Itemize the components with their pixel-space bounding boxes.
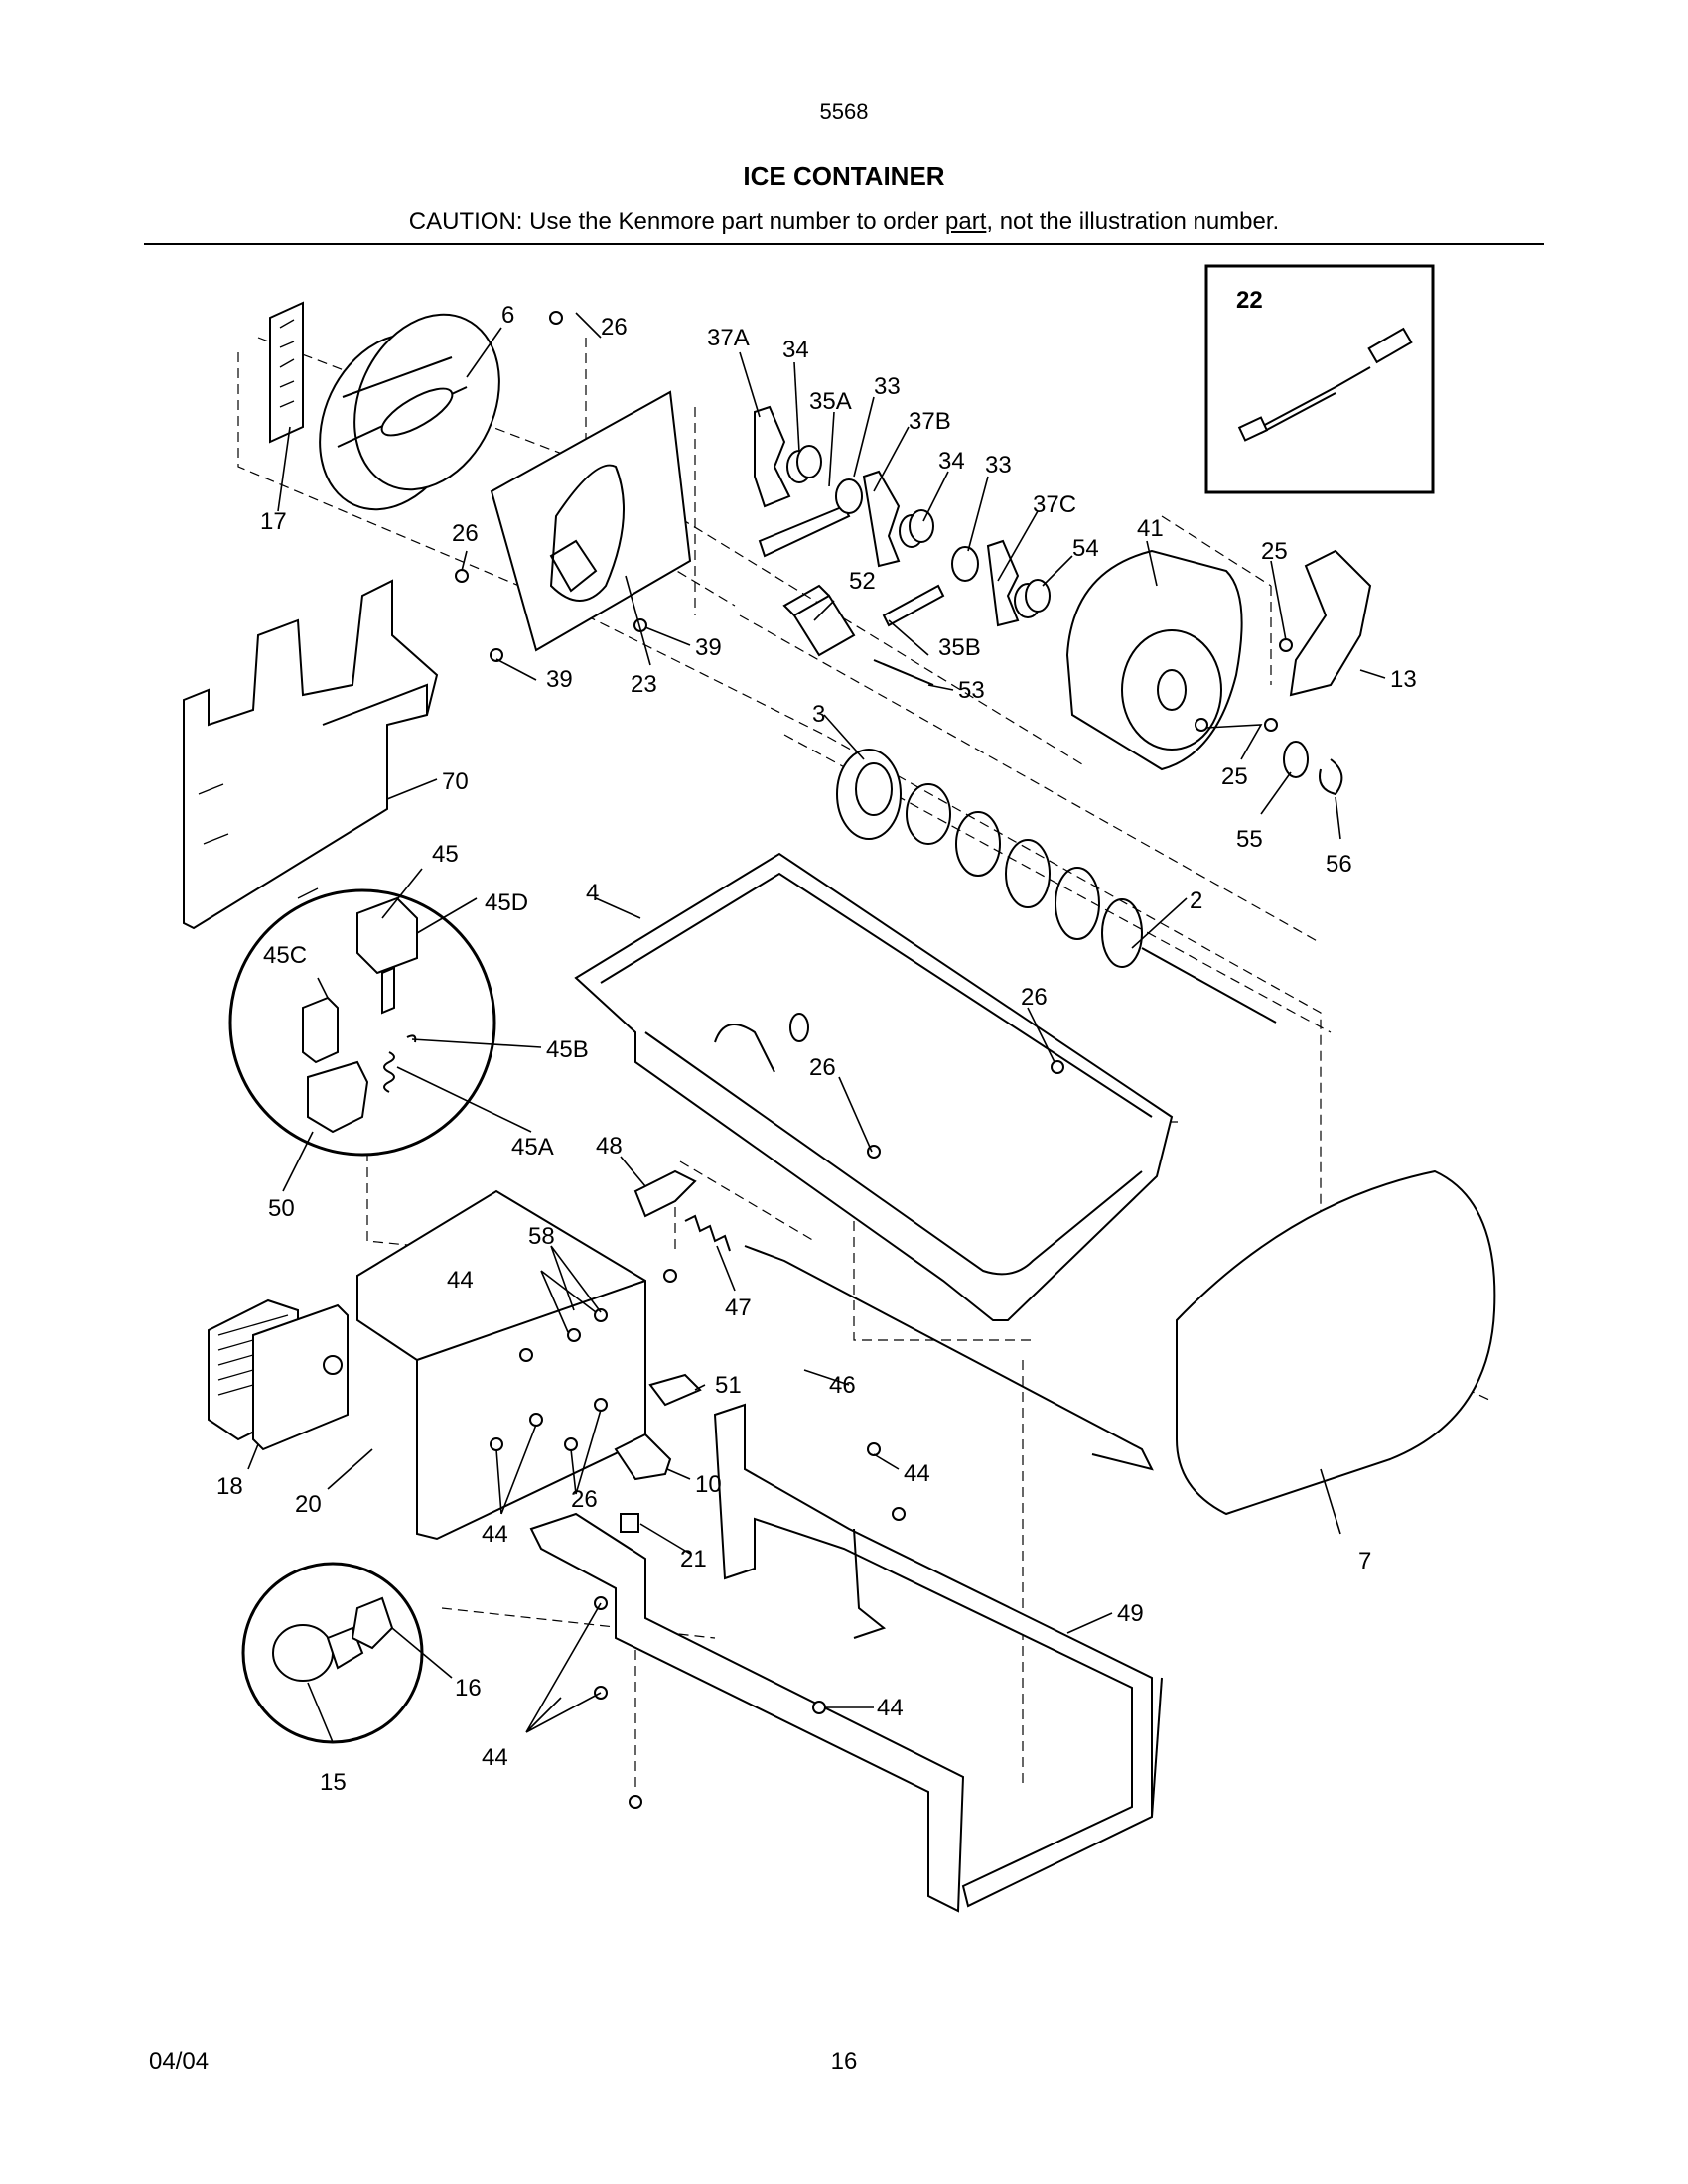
callout-55: 55: [1236, 826, 1263, 853]
part-23-plate: [490, 390, 692, 652]
part-48-bracket: [633, 1169, 697, 1218]
callout-56: 56: [1326, 851, 1352, 878]
callout-52: 52: [849, 568, 876, 595]
callout-17: 17: [260, 508, 287, 535]
part-21-clip: [620, 1513, 639, 1533]
callout-20: 20: [295, 1491, 322, 1518]
callout-35b: 35B: [938, 634, 981, 661]
callout-44: 44: [904, 1460, 930, 1487]
callout-41: 41: [1137, 515, 1164, 542]
part-25-screws: [1195, 638, 1293, 732]
part-18-motor: [208, 1298, 349, 1451]
callout-58: 58: [528, 1223, 555, 1250]
callout-37c: 37C: [1033, 491, 1076, 518]
part-7-cover: [1176, 1169, 1496, 1516]
callout-25: 25: [1261, 538, 1288, 565]
callout-39: 39: [695, 634, 722, 661]
exploded-parts-diagram: 22: [183, 264, 1496, 1913]
callout-44: 44: [482, 1521, 508, 1548]
page-code: 5568: [819, 99, 869, 124]
part-53-rod: [873, 659, 934, 686]
callout-44: 44: [877, 1695, 904, 1721]
part-17-strip: [269, 301, 304, 444]
screws: [455, 311, 1064, 1809]
part-6-drum: [319, 313, 500, 511]
callout-15: 15: [320, 1769, 347, 1796]
callout-4: 4: [586, 880, 599, 906]
part-33-34-washers: [786, 445, 1051, 618]
callout-26: 26: [809, 1054, 836, 1081]
callout-45c: 45C: [263, 942, 307, 969]
caution-note: CAUTION: Use the Kenmore part number to …: [0, 208, 1688, 236]
part-2-auger: [906, 783, 1277, 1024]
part-52-block: [782, 584, 856, 657]
callout-26: 26: [571, 1486, 598, 1513]
page-title: ICE CONTAINER: [743, 161, 945, 191]
callout-48: 48: [596, 1133, 623, 1160]
header-rule: [144, 243, 1544, 245]
part-56-clip: [1319, 758, 1343, 796]
callout-45: 45: [432, 841, 459, 868]
callout-18: 18: [216, 1473, 243, 1500]
callout-70: 70: [442, 768, 469, 795]
callout-45a: 45A: [511, 1134, 554, 1160]
callout-45b: 45B: [546, 1036, 589, 1063]
part-47-spring: [684, 1214, 731, 1252]
part-10-latch: [614, 1433, 672, 1481]
caution-text: CAUTION: Use the Kenmore part number to …: [408, 208, 945, 235]
callout-54: 54: [1072, 535, 1099, 562]
part-20-housing: [356, 1189, 646, 1541]
callout-23: 23: [631, 671, 657, 698]
callout-labels: 6 26 37A 34 35A 33 37B 34 33 37C 54 41 2…: [216, 302, 1417, 1796]
callout-37b: 37B: [909, 408, 951, 435]
footer-date: 04/04: [149, 2048, 210, 2075]
part-55-ring: [1283, 741, 1309, 778]
callout-53: 53: [958, 677, 985, 704]
callout-26: 26: [1021, 984, 1048, 1011]
part-13-wing: [1289, 549, 1372, 697]
callout-50: 50: [268, 1195, 295, 1222]
inset-circle-15-16: [241, 1562, 424, 1744]
callout-44: 44: [447, 1267, 474, 1294]
part-41-cover: [1065, 549, 1243, 771]
callout-47: 47: [725, 1295, 752, 1321]
callout-34: 34: [782, 337, 809, 363]
callout-7: 7: [1358, 1548, 1371, 1574]
callout-33: 33: [874, 373, 901, 400]
part-51-fitting: [648, 1373, 702, 1407]
page-number: 16: [830, 2048, 858, 2075]
caution-text-end: , not the illustration number.: [986, 208, 1280, 235]
inset-circle-45: [228, 888, 496, 1157]
callout-51: 51: [715, 1372, 742, 1399]
callout-26: 26: [601, 314, 628, 341]
callout-25: 25: [1221, 763, 1248, 790]
callout-49: 49: [1117, 1600, 1144, 1627]
callout-16: 16: [455, 1675, 482, 1702]
callout-2: 2: [1190, 887, 1202, 914]
caution-underlined-word: part: [945, 208, 987, 235]
part-37-combs: [754, 405, 1020, 627]
inset-label: 22: [1236, 287, 1263, 314]
inset-box-22: 22: [1204, 264, 1435, 494]
callout-45d: 45D: [485, 889, 528, 916]
callout-35a: 35A: [809, 388, 852, 415]
part-46-rod: [744, 1245, 1154, 1471]
callout-26: 26: [452, 520, 479, 547]
callout-39: 39: [546, 666, 573, 693]
part-49-frame: [529, 1403, 1163, 1913]
callout-6: 6: [501, 302, 514, 329]
callout-34: 34: [938, 448, 965, 475]
part-3-flange: [836, 749, 902, 840]
callout-21: 21: [680, 1546, 707, 1572]
callout-37a: 37A: [707, 325, 750, 351]
part-70-bracket: [183, 579, 439, 930]
callout-3: 3: [812, 701, 825, 728]
leader-lines: [247, 312, 1386, 1743]
callout-44: 44: [482, 1744, 508, 1771]
callout-13: 13: [1390, 666, 1417, 693]
callout-46: 46: [829, 1372, 856, 1399]
callout-33: 33: [985, 452, 1012, 478]
part-4-bucket: [574, 852, 1174, 1321]
callout-10: 10: [695, 1471, 722, 1498]
